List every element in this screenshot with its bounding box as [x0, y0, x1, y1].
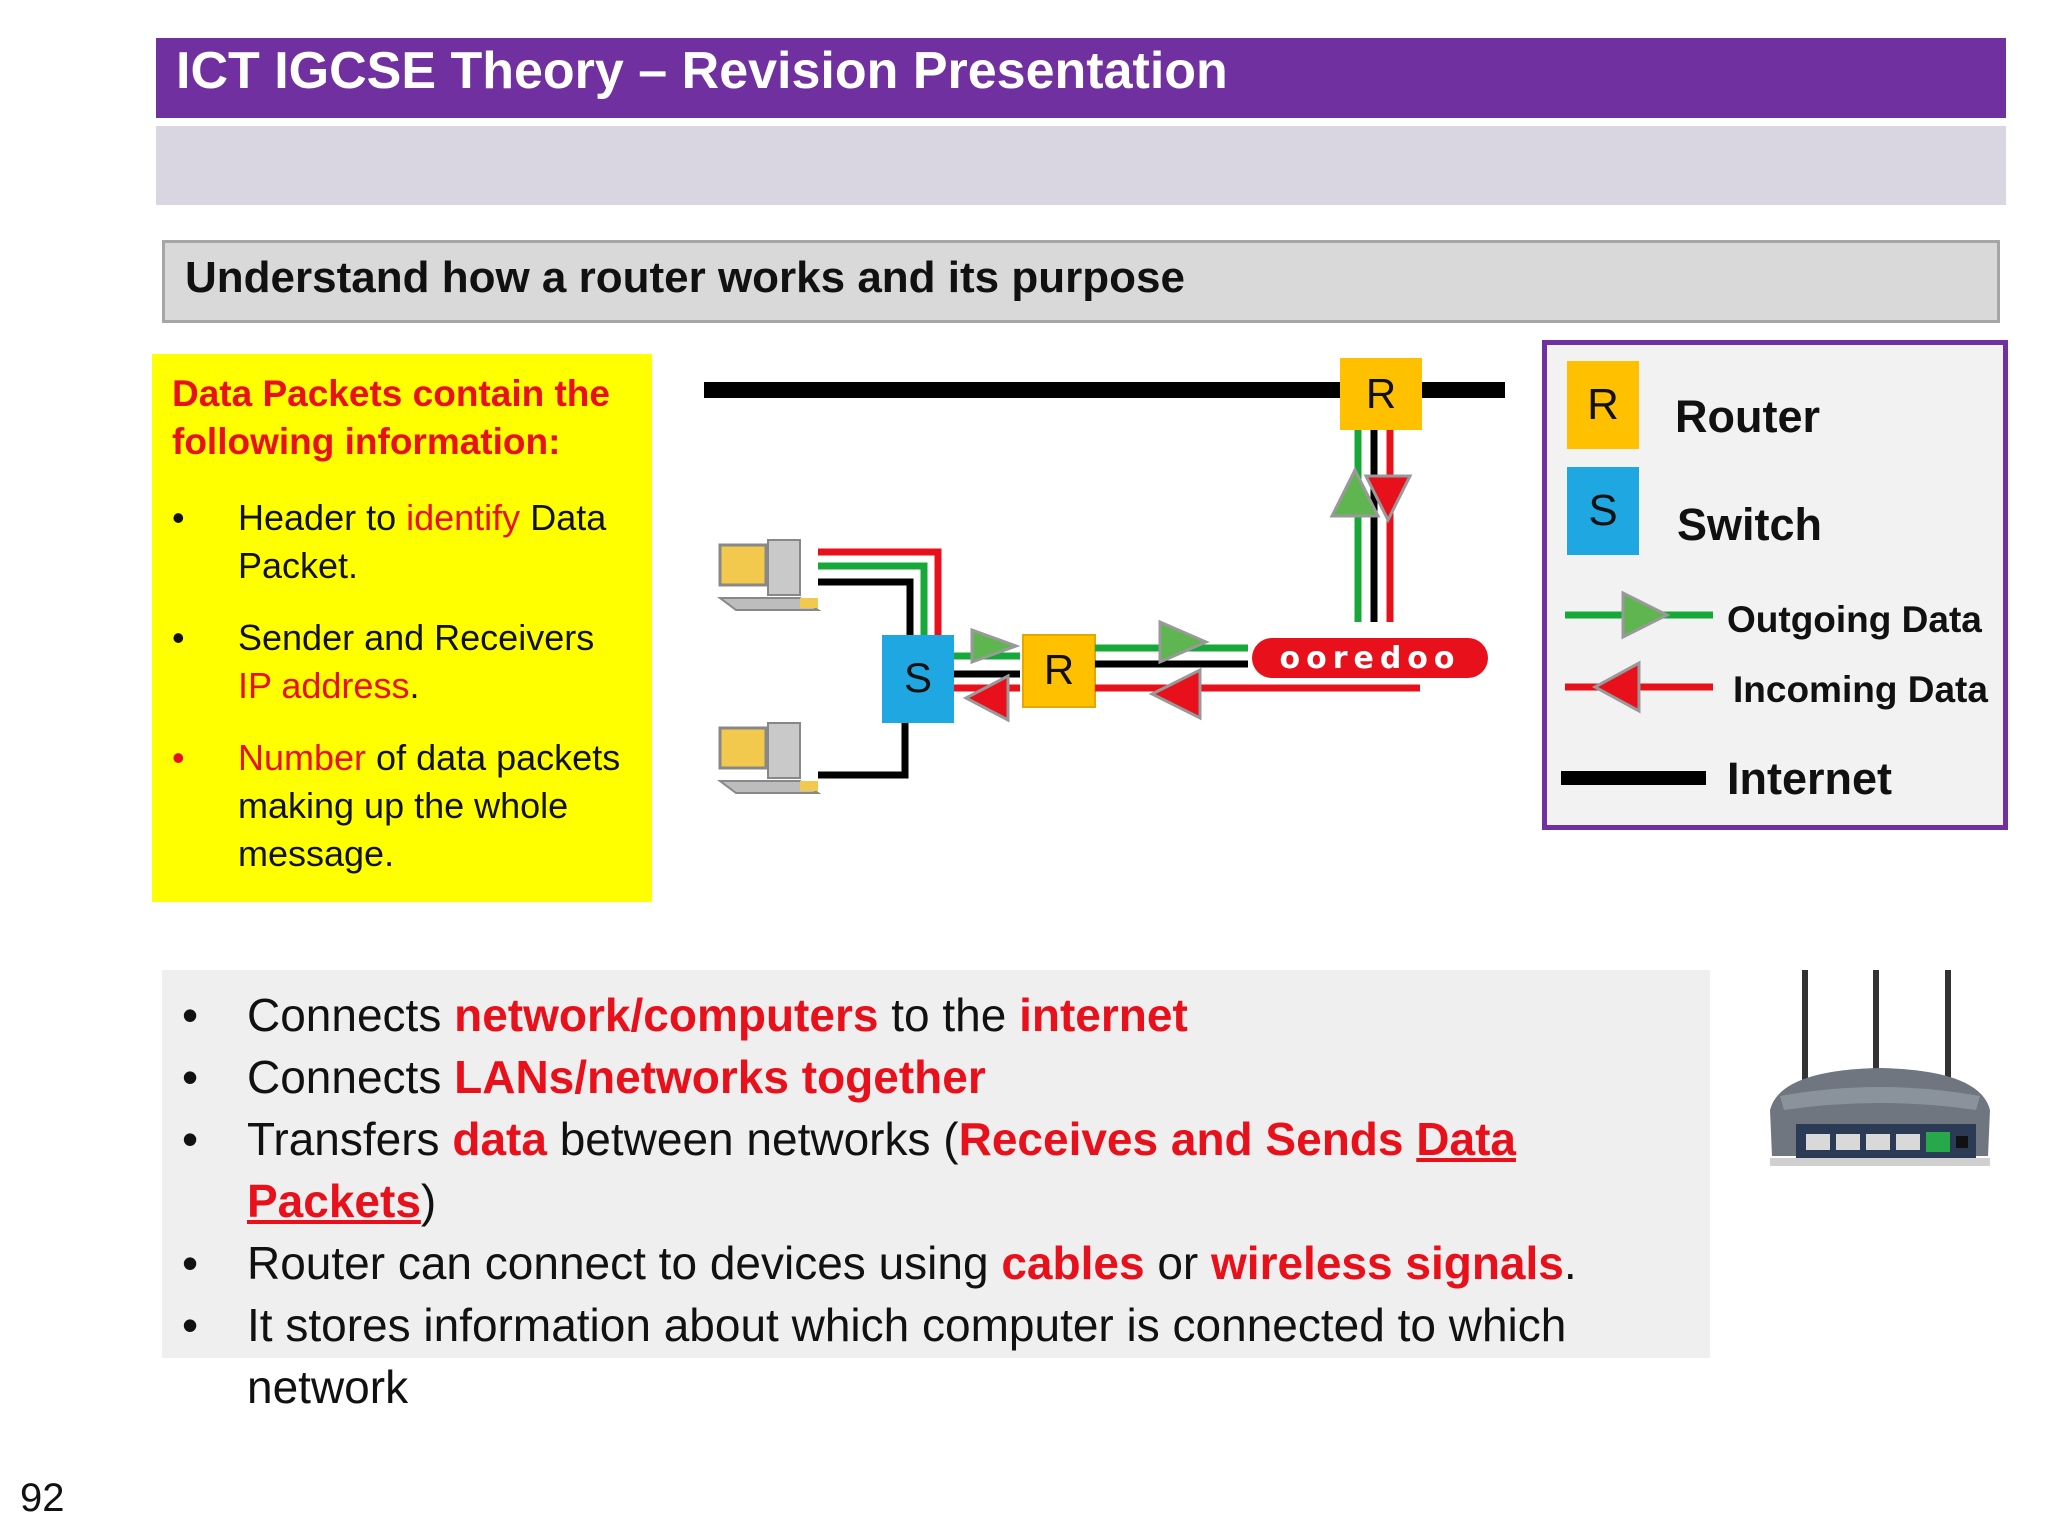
router-node-label: R	[1366, 370, 1396, 417]
item-highlight: data	[452, 1113, 547, 1165]
bullet: •	[182, 1237, 199, 1289]
bullet: •	[182, 1113, 199, 1165]
item-highlight: Data Packets	[247, 1113, 1516, 1227]
purpose-item: • Connects network/computers to the inte…	[182, 984, 1710, 1046]
isp-logo-text: ooredoo	[1279, 641, 1460, 676]
item-highlight: cables	[1001, 1237, 1145, 1289]
router-purpose-list: • Connects network/computers to the inte…	[182, 984, 1710, 1418]
switch-node-label: S	[904, 654, 932, 701]
item-highlight: wireless signals	[1211, 1237, 1564, 1289]
item-text: Router can connect to devices using	[247, 1237, 1002, 1289]
item-highlight: LANs/networks together	[454, 1051, 986, 1103]
cable-green	[818, 562, 928, 635]
item-highlight: network/computers	[454, 989, 879, 1041]
purpose-item: • Transfers data between networks (Recei…	[182, 1108, 1710, 1232]
bullet: •	[172, 737, 185, 778]
item-text: )	[420, 1175, 437, 1227]
packet-info-box: Data Packets contain the following infor…	[152, 354, 652, 902]
cable-black	[818, 720, 909, 779]
router-purpose-panel: • Connects network/computers to the inte…	[162, 970, 1710, 1413]
incoming-arrow-icon	[1148, 667, 1202, 721]
item-highlight: Receives and Sends	[958, 1113, 1417, 1165]
legend-switch-swatch: S	[1567, 467, 1639, 555]
cable-black	[818, 578, 914, 635]
bullet: •	[172, 497, 185, 538]
purpose-item: • Router can connect to devices using ca…	[182, 1232, 1710, 1294]
item-text: It stores information about which comput…	[247, 1299, 1567, 1413]
diagram-legend: R Router S Switch Outgoing Data Incoming…	[1542, 340, 2008, 830]
purpose-item: • It stores information about which comp…	[182, 1294, 1710, 1418]
packet-info-item: • Number of data packets making up the w…	[172, 734, 632, 878]
legend-switch-label: Switch	[1677, 499, 1823, 550]
legend-incoming-label: Incoming Data	[1733, 669, 1988, 710]
item-text: Data Packet.	[238, 497, 607, 586]
item-text: Sender and Receivers	[238, 617, 595, 658]
outgoing-arrow-icon	[970, 627, 1021, 665]
item-text: Connects	[247, 989, 455, 1041]
packet-info-item: • Header to identify Data Packet.	[172, 494, 632, 590]
item-highlight: Number	[238, 737, 367, 778]
router-network-diagram: S R ooredoo R	[704, 358, 1505, 794]
router-node	[1340, 358, 1422, 430]
purpose-item: • Connects LANs/networks together	[182, 1046, 1710, 1108]
legend-router-label: Router	[1675, 391, 1820, 442]
legend-incoming-arrow-icon	[1565, 660, 1713, 714]
router-node	[1022, 634, 1096, 708]
bullet: •	[182, 1051, 199, 1103]
packet-info-title: Data Packets contain the following infor…	[172, 373, 610, 462]
incoming-arrow-icon	[962, 673, 1010, 723]
subtitle-bar	[156, 126, 2006, 205]
switch-node	[882, 635, 954, 723]
page-number: 92	[20, 1476, 65, 1520]
outgoing-arrow-icon	[1329, 466, 1381, 518]
slide-title: ICT IGCSE Theory – Revision Presentation	[156, 38, 2006, 118]
item-text: of data packets making up the whole mess…	[238, 737, 621, 874]
item-text: Header to	[238, 497, 407, 538]
item-highlight: identify	[406, 497, 521, 538]
legend-router-swatch: R	[1567, 361, 1639, 449]
cable-red	[818, 548, 942, 635]
legend-outgoing-arrow-icon	[1565, 590, 1713, 640]
item-text: .	[1563, 1237, 1577, 1289]
item-text: Transfers	[247, 1113, 453, 1165]
bullet: •	[172, 617, 185, 658]
item-text: Connects	[247, 1051, 455, 1103]
bullet: •	[182, 1299, 199, 1351]
item-highlight: internet	[1019, 989, 1188, 1041]
computer-icon	[717, 539, 822, 611]
item-text: or	[1144, 1237, 1212, 1289]
item-text: to the	[878, 989, 1020, 1041]
item-text: .	[409, 665, 420, 706]
legend-internet-label: Internet	[1727, 753, 1893, 804]
isp-logo: ooredoo	[1252, 638, 1488, 678]
topic-heading: Understand how a router works and its pu…	[162, 240, 2000, 323]
router-node-label: R	[1044, 646, 1074, 693]
outgoing-arrow-icon	[1158, 619, 1210, 665]
bullet: •	[182, 989, 199, 1041]
packet-info-list: • Header to identify Data Packet. • Send…	[172, 494, 632, 878]
packet-info-item: • Sender and Receivers IP address.	[172, 614, 632, 710]
item-highlight: IP address	[238, 665, 410, 706]
legend-outgoing-label: Outgoing Data	[1727, 599, 1982, 640]
item-text: between networks (	[546, 1113, 959, 1165]
wireless-router-image	[1770, 970, 1990, 1166]
incoming-arrow-icon	[1363, 474, 1413, 524]
computer-icon	[717, 722, 822, 794]
legend-internet-line	[1561, 771, 1706, 785]
